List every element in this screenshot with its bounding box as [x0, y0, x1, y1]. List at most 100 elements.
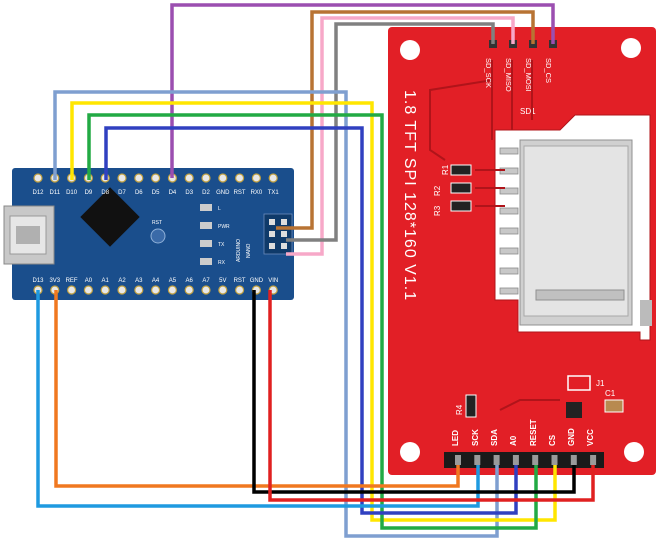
- pin-a1: [100, 285, 110, 295]
- wire-blue: [104, 126, 518, 515]
- pin-label-sd-cs: SD_CS: [544, 58, 553, 83]
- sd-pin-labels: SD_SCK SD_MISO SD_MOSI SD_CS: [484, 58, 553, 92]
- pin-d5: [151, 173, 161, 183]
- led-label-tx: TX: [218, 242, 225, 248]
- wire-lightblue-gray: [53, 90, 499, 538]
- pin-label: A5: [169, 278, 177, 284]
- pin-label-sda: SDA: [490, 429, 499, 446]
- pin-rx0: [251, 173, 261, 183]
- tft-pin-header: [444, 452, 604, 468]
- pin-gnd: [218, 173, 228, 183]
- pin-label: A7: [202, 278, 210, 284]
- pin-label-sd-sck: SD_SCK: [484, 58, 493, 88]
- board-model: NANO: [246, 243, 252, 258]
- pin-a7: [201, 285, 211, 295]
- pin-label-a0: A0: [509, 435, 518, 446]
- wire-yellow: [70, 101, 557, 522]
- pin-label: D3: [185, 190, 193, 196]
- pin-label-cs: CS: [548, 434, 557, 446]
- sd-card-slot: SD1: [494, 107, 652, 341]
- pin-label: D2: [202, 190, 210, 196]
- tft-pin-gnd: [570, 455, 577, 465]
- tft-pin-a0: [512, 455, 519, 465]
- wire-orange: [54, 290, 460, 488]
- mounting-hole: [621, 38, 641, 58]
- tft-pin-led: [455, 455, 461, 465]
- tft-header-pin-set: [455, 455, 597, 465]
- pin-label: GND: [216, 190, 230, 196]
- pin-a2: [117, 285, 127, 295]
- reset-label: RST: [152, 220, 162, 226]
- transistor: [566, 402, 582, 418]
- pin-label: D5: [152, 190, 160, 196]
- pin-rst: [235, 173, 245, 183]
- pin-d6: [134, 173, 144, 183]
- pin-label: D8: [101, 190, 109, 196]
- pin-label: RX0: [251, 190, 263, 196]
- wire-pink: [286, 16, 515, 256]
- reset-button[interactable]: [150, 228, 166, 244]
- pin-label: D9: [85, 190, 93, 196]
- pin-label-vcc: VCC: [586, 429, 595, 446]
- pin-a6: [184, 285, 194, 295]
- pin-label: D4: [169, 190, 177, 196]
- wire-black: [252, 290, 576, 494]
- tft-pin-cs: [551, 455, 558, 465]
- pin-label: D10: [66, 190, 78, 196]
- pin-label-sd-miso: SD_MISO: [504, 58, 513, 92]
- mounting-hole: [400, 40, 420, 60]
- pin-a5: [167, 285, 177, 295]
- tft-pin-vcc: [590, 455, 597, 465]
- pin-tx1: [268, 173, 278, 183]
- pin-label: 5V: [219, 278, 226, 284]
- pin-a0: [83, 285, 94, 295]
- resistor-label-r3: R3: [433, 205, 442, 216]
- jumper-label: J1: [596, 379, 605, 388]
- pin-label: D12: [32, 190, 44, 196]
- pin-d2: [201, 173, 211, 183]
- pin-label: D7: [118, 190, 126, 196]
- status-leds: L PWR TX RX: [200, 204, 230, 266]
- wires: [36, 3, 595, 538]
- pin-label-reset: RESET: [529, 419, 538, 446]
- pin-label: A4: [152, 278, 160, 284]
- pin-label: RST: [234, 278, 246, 284]
- resistor-label-r1: R1: [441, 164, 450, 175]
- microcontroller-chip: [80, 187, 140, 247]
- tft-display-board: SD1: [388, 27, 656, 475]
- led-label-rx: RX: [218, 260, 226, 266]
- led-label-l: L: [218, 206, 221, 212]
- pin-d7: [117, 173, 127, 183]
- capacitor-c1: [604, 399, 624, 413]
- sd-slot-label: SD1: [520, 107, 536, 116]
- pin-rst: [235, 285, 245, 295]
- pin-label: A3: [135, 278, 143, 284]
- pin-label-sck: SCK: [471, 429, 480, 446]
- pin-label: A6: [186, 278, 194, 284]
- pin-a3: [134, 285, 144, 295]
- pin-label: A2: [118, 278, 126, 284]
- pin-d3: [184, 173, 194, 183]
- pin-label-led: LED: [451, 430, 460, 446]
- pin-label: VIN: [268, 278, 278, 284]
- wire-green: [87, 113, 538, 530]
- jumper-j1: [567, 375, 591, 391]
- pin-label: 3V3: [49, 278, 60, 284]
- tft-pin-sck: [474, 455, 481, 465]
- tft-pin-reset: [532, 455, 539, 465]
- board-brand: ARDUINO: [236, 239, 242, 262]
- capacitor-label: C1: [605, 389, 616, 398]
- resistor-label-r2: R2: [433, 185, 442, 196]
- pin-a4: [151, 285, 161, 295]
- pin-label: GND: [250, 278, 264, 284]
- pin-label: D6: [135, 190, 143, 196]
- pin-d12: [33, 173, 43, 183]
- resistor-label-r4: R4: [455, 404, 464, 415]
- wire-brown: [276, 10, 535, 230]
- pin-label-gnd: GND: [567, 428, 576, 446]
- pin-label: REF: [66, 278, 78, 284]
